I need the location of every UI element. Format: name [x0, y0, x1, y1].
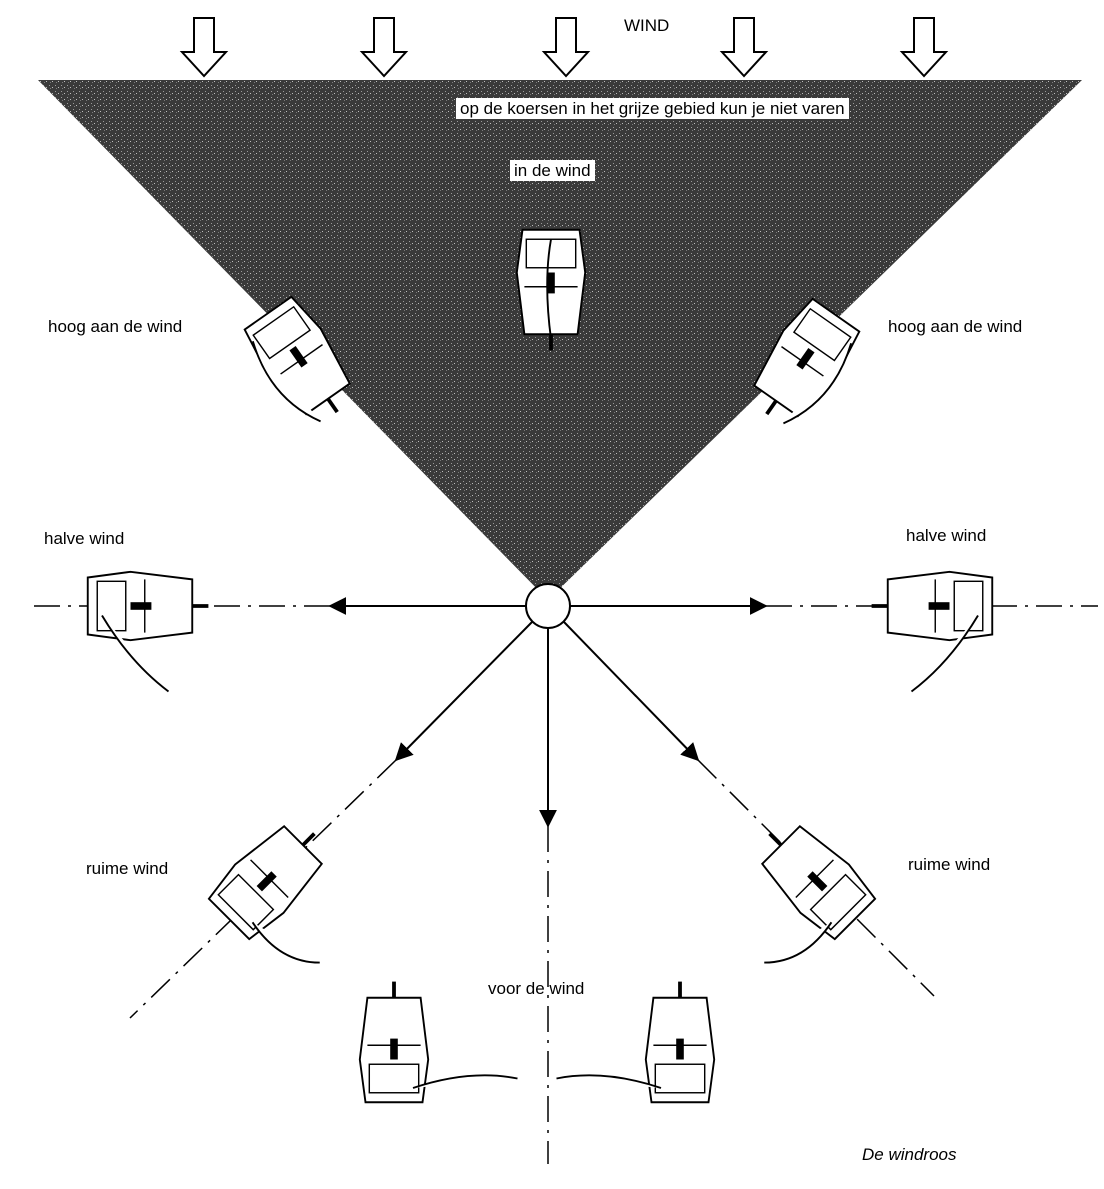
boat-hoog-aan-de-wind-right: [736, 293, 866, 436]
no-go-zone: [38, 80, 1082, 600]
boat-ruime-wind-right: [743, 807, 882, 964]
label-ruime-wind-left: ruime wind: [86, 859, 169, 878]
label-voor-de-wind: voor de wind: [488, 979, 585, 998]
boat-voor-de-wind-left: [357, 979, 518, 1105]
center-circle: [525, 583, 571, 629]
no-go-label: op de koersen in het grijze gebied kun j…: [456, 98, 849, 119]
label-in-de-wind: in de wind: [510, 160, 595, 181]
boat-halve-wind-right: [869, 569, 995, 693]
label-halve-wind-left: halve wind: [44, 529, 125, 548]
label-hoog-aan-de-wind-left: hoog aan de wind: [48, 317, 183, 336]
label-halve-wind-right: halve wind: [906, 526, 987, 545]
boat-halve-wind-left: [85, 569, 211, 693]
course-arrows: [328, 597, 768, 828]
label-ruime-wind-right: ruime wind: [908, 855, 991, 874]
caption: De windroos: [862, 1145, 957, 1164]
boat-hoog-aan-de-wind-left: [238, 291, 368, 434]
boat-ruime-wind-left: [202, 807, 341, 964]
boat-voor-de-wind-right: [556, 979, 717, 1105]
wind-arrows: [179, 17, 949, 78]
label-hoog-aan-de-wind-right: hoog aan de wind: [888, 317, 1023, 336]
course-lines: [30, 605, 1098, 1164]
boat-in-de-wind: [514, 227, 588, 353]
wind-label: WIND: [624, 16, 670, 35]
